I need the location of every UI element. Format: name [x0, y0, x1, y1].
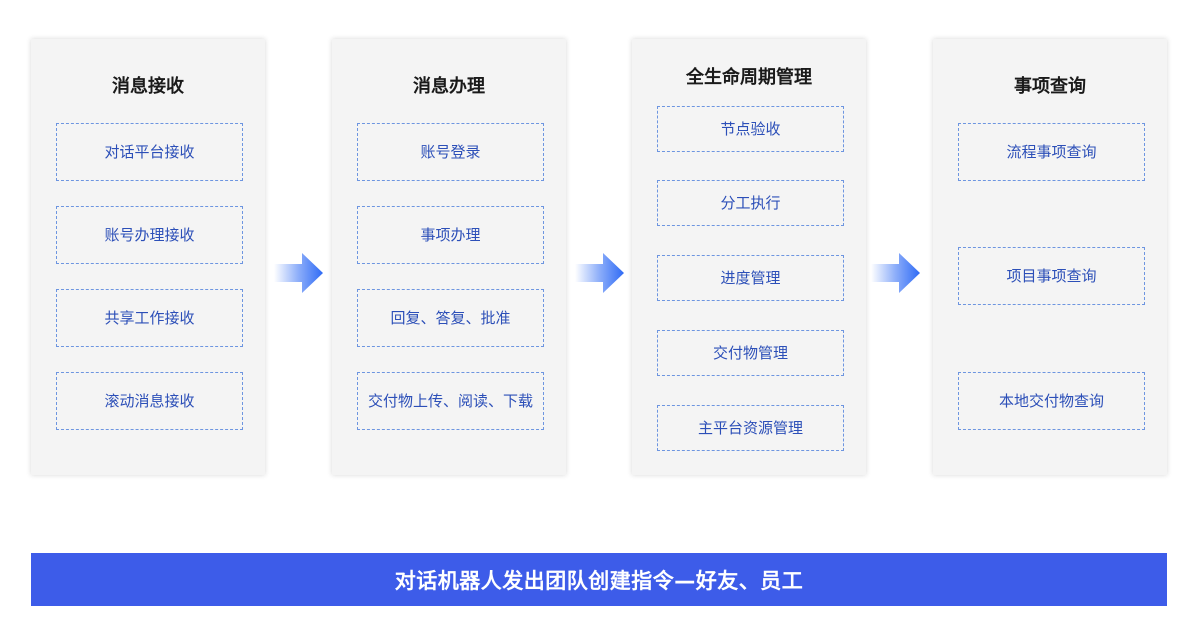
step-box: 本地交付物查询	[958, 372, 1145, 430]
step-box: 进度管理	[657, 255, 844, 301]
step-box: 流程事项查询	[958, 123, 1145, 181]
command-banner: 对话机器人发出团队创建指令—好友、员工	[31, 553, 1167, 606]
arrow-right-icon	[575, 253, 624, 293]
column-title: 消息办理	[413, 76, 485, 97]
step-box: 分工执行	[657, 180, 844, 226]
step-box: 滚动消息接收	[56, 372, 243, 430]
step-box: 对话平台接收	[56, 123, 243, 181]
column-title: 消息接收	[112, 76, 184, 97]
step-box: 主平台资源管理	[657, 405, 844, 451]
column-item-query: 事项查询 流程事项查询 项目事项查询 本地交付物查询	[933, 39, 1167, 475]
arrow-right-icon	[871, 253, 920, 293]
column-title: 全生命周期管理	[686, 67, 812, 88]
step-box: 账号登录	[357, 123, 544, 181]
step-box: 交付物管理	[657, 330, 844, 376]
arrow-right-icon	[274, 253, 323, 293]
step-box: 账号办理接收	[56, 206, 243, 264]
column-message-receive: 消息接收 对话平台接收 账号办理接收 共享工作接收 滚动消息接收	[31, 39, 265, 475]
step-box: 交付物上传、阅读、下载	[357, 372, 544, 430]
step-box: 节点验收	[657, 106, 844, 152]
column-message-handling: 消息办理 账号登录 事项办理 回复、答复、批准 交付物上传、阅读、下载	[332, 39, 566, 475]
column-title: 事项查询	[1014, 76, 1086, 97]
step-box: 回复、答复、批准	[357, 289, 544, 347]
step-box: 共享工作接收	[56, 289, 243, 347]
column-lifecycle-management: 全生命周期管理 节点验收 分工执行 进度管理 交付物管理 主平台资源管理	[632, 39, 866, 475]
step-box: 事项办理	[357, 206, 544, 264]
step-box: 项目事项查询	[958, 247, 1145, 305]
